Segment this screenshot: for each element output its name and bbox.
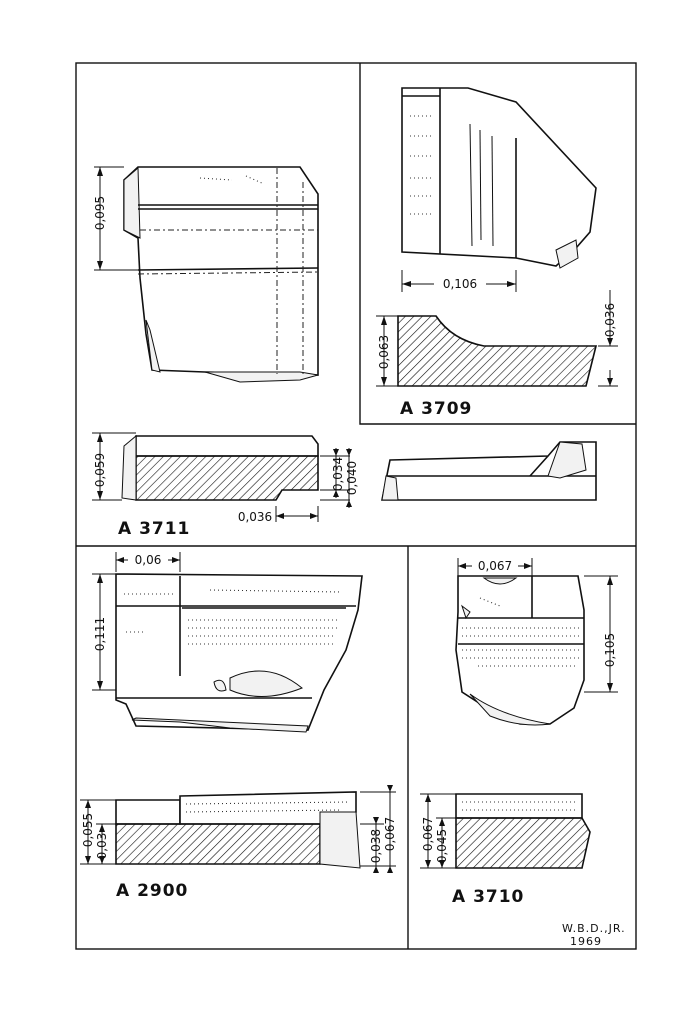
- a2900-right-inner-label: 0,038: [369, 829, 383, 863]
- a2900-section-drawing: [115, 791, 361, 869]
- a3710-top-width-label: 0,067: [478, 559, 512, 573]
- a2900-right-outer-label: 0,067: [383, 817, 397, 851]
- fragment-a3710: 0,067 0,105 0,067 0,045 A 3710: [420, 556, 618, 907]
- a3709-section-right-dimension: [598, 290, 618, 387]
- plate-frames: [75, 62, 637, 950]
- a3709-section-right-label: 0,036: [603, 303, 617, 337]
- a3710-height-label: 0,105: [603, 633, 617, 667]
- a2900-height-dimension: [92, 573, 116, 691]
- a2900-face-drawing: [115, 573, 363, 733]
- signature-year: 1969: [570, 935, 602, 948]
- a2900-section-total-label: 0,055: [81, 813, 95, 847]
- a3710-catalog-label: A 3710: [452, 887, 524, 907]
- signature-block: W.B.D.,JR. 1969: [562, 922, 626, 948]
- a2900-section-left-dimensions: [80, 799, 116, 865]
- a2900-top-width-label: 0,06: [135, 553, 162, 567]
- a3709-section-height-dimension: [376, 315, 398, 387]
- a3711-face-drawing: [123, 166, 319, 383]
- a3711-section-height-dimension: [92, 432, 136, 501]
- a3711-side-profile: [381, 441, 597, 501]
- a3711-height-label: 0,095: [93, 196, 107, 230]
- a3710-top-width-dimension: [457, 556, 533, 576]
- a3711-bottom-width-dimension: [275, 506, 319, 522]
- fragment-a3711: 0,095 0,059 0,034 0,040: [92, 166, 597, 539]
- a3711-height-dimension: [94, 166, 138, 271]
- a3710-face-drawing: [455, 575, 585, 726]
- a3709-width-dimension: [401, 270, 517, 292]
- a3710-section-total-label: 0,067: [421, 817, 435, 851]
- a3710-height-dimension: [584, 575, 618, 693]
- a2900-section-right-dimensions: [360, 785, 396, 873]
- a3711-section-height-label: 0,059: [93, 453, 107, 487]
- fragment-a2900: 0,06 0,111 0,055 0,03: [80, 550, 397, 901]
- a3711-step-lower-label: 0,034: [331, 457, 345, 491]
- a3709-width-label: 0,106: [443, 277, 477, 291]
- a3709-section-height-label: 0,063: [377, 335, 391, 369]
- a3711-catalog-label: A 3711: [118, 519, 190, 539]
- a3709-face-drawing: [401, 87, 597, 269]
- a2900-top-width-dimension: [115, 550, 181, 572]
- a3709-catalog-label: A 3709: [400, 399, 472, 419]
- a2900-height-label: 0,111: [93, 617, 107, 651]
- a3711-step-dimensions: [320, 448, 352, 508]
- a3709-section-drawing: [397, 315, 598, 387]
- a3711-step-upper-label: 0,040: [345, 461, 359, 495]
- a3710-section-drawing: [455, 793, 591, 869]
- a2900-section-lower-label: 0,03: [95, 833, 109, 860]
- a3710-section-lower-label: 0,045: [435, 829, 449, 863]
- a2900-catalog-label: A 2900: [116, 881, 188, 901]
- fragment-a3709: 0,106 0,063 0,036 A 3709: [376, 87, 618, 419]
- signature-name: W.B.D.,JR.: [562, 922, 626, 935]
- a3710-section-dimensions: [420, 793, 456, 869]
- a3711-bottom-width-label: 0,036: [238, 510, 272, 524]
- a3711-section-drawing: [121, 434, 319, 501]
